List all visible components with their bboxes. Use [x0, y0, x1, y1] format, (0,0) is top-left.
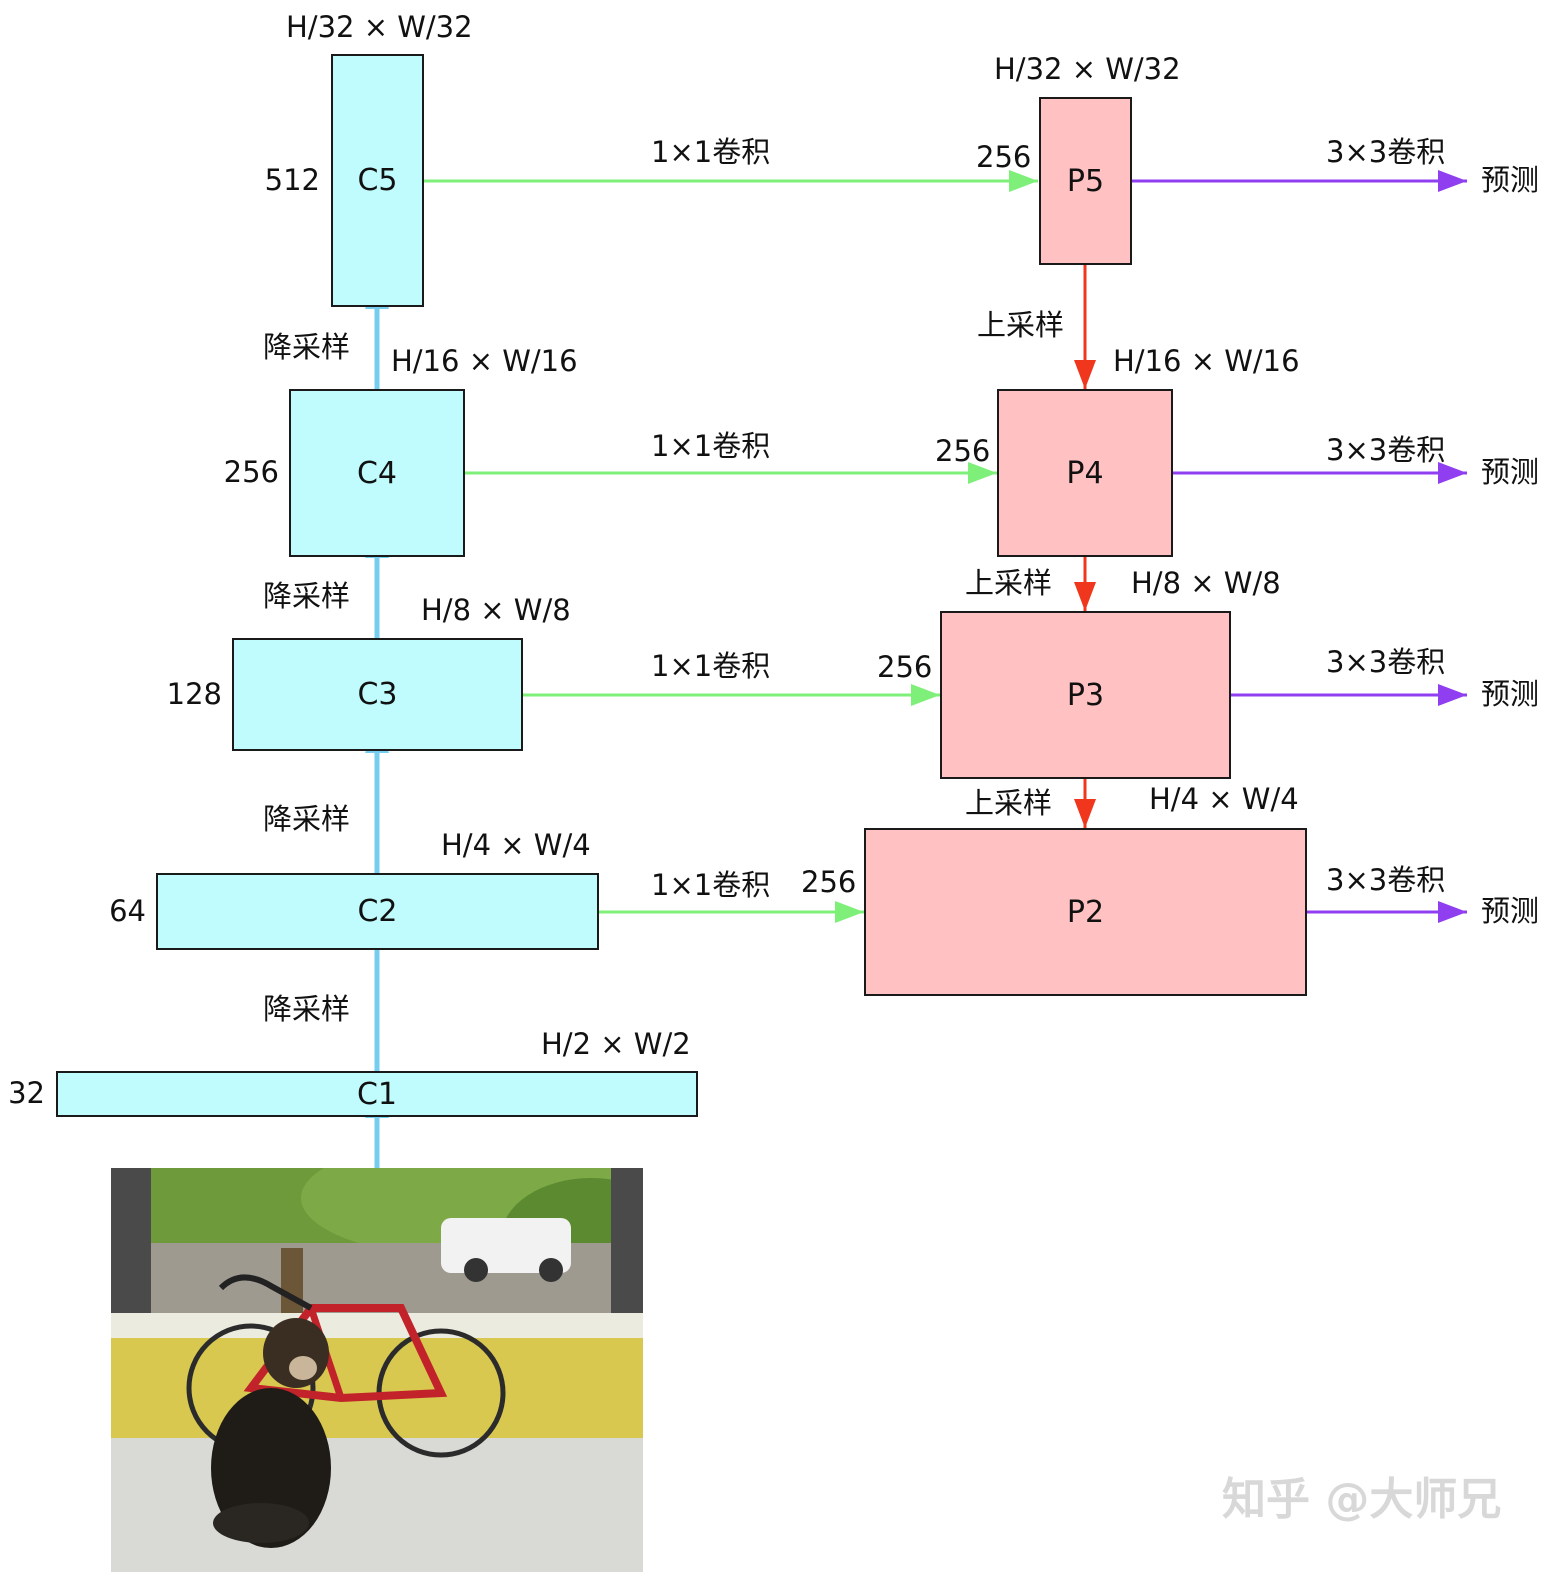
watermark: 知乎 @大师兄 [1222, 1474, 1502, 1525]
p2-label: P2 [1066, 894, 1105, 930]
c2-label: C2 [357, 894, 398, 929]
backbone-c3: C3 [232, 638, 523, 751]
p5-label: P5 [1066, 163, 1105, 199]
downsample-label-c2-c3: 降采样 [263, 802, 351, 836]
upsample-label-p4-p3: 上采样 [965, 566, 1053, 600]
c4-channels: 256 [223, 455, 279, 489]
c3-label: C3 [357, 677, 398, 712]
output-conv-label-p5: 3×3卷积 [1326, 135, 1446, 169]
p4-size: H/16 × W/16 [1113, 344, 1300, 378]
backbone-c5: C5 [331, 54, 424, 307]
backbone-c4: C4 [289, 389, 465, 557]
upsample-label-p5-p4: 上采样 [977, 308, 1065, 342]
c1-label: C1 [356, 1076, 398, 1112]
p5-size: H/32 × W/32 [994, 52, 1181, 86]
c1-size: H/2 × W/2 [541, 1027, 691, 1061]
predict-label-p3: 预测 [1481, 677, 1540, 711]
c4-label: C4 [356, 455, 398, 491]
p4-label: P4 [1066, 455, 1104, 491]
c1-channels: 32 [8, 1076, 45, 1110]
pyramid-p2: P2 [864, 828, 1307, 996]
p2-channels: 256 [801, 865, 857, 899]
pyramid-p3: P3 [940, 611, 1231, 779]
downsample-label-c1-c2: 降采样 [263, 992, 351, 1026]
upsample-label-p3-p2: 上采样 [965, 786, 1053, 820]
downsample-label-c3-c4: 降采样 [263, 579, 351, 613]
lateral-label-c4: 1×1卷积 [651, 429, 771, 463]
c5-channels: 512 [264, 163, 320, 197]
pyramid-p5: P5 [1039, 97, 1132, 265]
p4-channels: 256 [935, 434, 991, 468]
dog-bicycle-photo [111, 1168, 643, 1572]
predict-label-p4: 预测 [1481, 455, 1540, 489]
c5-size: H/32 × W/32 [286, 10, 473, 44]
c3-size: H/8 × W/8 [421, 593, 571, 627]
pyramid-p4: P4 [997, 389, 1173, 557]
c2-channels: 64 [109, 894, 146, 928]
predict-label-p5: 预测 [1481, 163, 1540, 197]
p2-size: H/4 × W/4 [1149, 782, 1299, 816]
downsample-label-c4-c5: 降采样 [263, 330, 351, 364]
backbone-c1: C1 [56, 1071, 698, 1117]
c3-channels: 128 [166, 677, 222, 711]
c5-label: C5 [357, 163, 398, 198]
c2-size: H/4 × W/4 [441, 828, 591, 862]
lateral-label-c3: 1×1卷积 [651, 649, 771, 683]
predict-label-p2: 预测 [1481, 894, 1540, 928]
p5-channels: 256 [976, 140, 1032, 174]
output-conv-label-p2: 3×3卷积 [1326, 863, 1446, 897]
c4-size: H/16 × W/16 [391, 344, 578, 378]
p3-channels: 256 [877, 650, 933, 684]
p3-size: H/8 × W/8 [1131, 566, 1281, 600]
output-conv-label-p4: 3×3卷积 [1326, 433, 1446, 467]
lateral-label-c2: 1×1卷积 [651, 868, 771, 902]
backbone-c2: C2 [156, 873, 599, 950]
lateral-label-c5: 1×1卷积 [651, 135, 771, 169]
input-image [111, 1168, 643, 1572]
output-conv-label-p3: 3×3卷积 [1326, 645, 1446, 679]
p3-label: P3 [1066, 677, 1105, 713]
